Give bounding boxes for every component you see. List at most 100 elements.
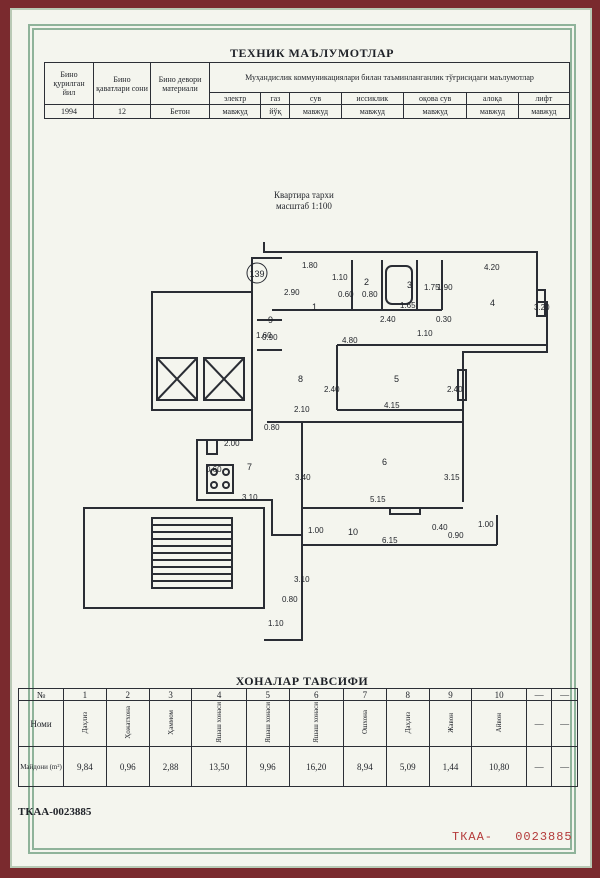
dimension-label: 3.20 (534, 303, 550, 312)
certificate-sheet: ТЕХНИК МАЪЛУМОТЛАР Бино қурилган йил Бин… (10, 8, 592, 868)
rooms-area-label: Майдони (m²) (18, 746, 64, 787)
room-number: 7 (342, 688, 387, 701)
room-area: — (551, 746, 578, 787)
room-area: 13,50 (191, 746, 247, 787)
room-number: — (551, 688, 578, 701)
dimension-label: 0.90 (448, 531, 464, 540)
tech-title: ТЕХНИК МАЪЛУМОТЛАР (230, 46, 394, 60)
dimension-label: 3.10 (242, 493, 258, 502)
dimension-label: 3.15 (444, 473, 460, 482)
room-area: 2,88 (148, 746, 193, 787)
dimension-label: 1.80 (302, 261, 318, 270)
plan-caption-title: Квартира тархи (274, 190, 334, 200)
serial-stamp-prefix: ТКАА- (452, 830, 494, 844)
dimension-label: 0.30 (436, 315, 452, 324)
rooms-table: № 1 2 3 4 5 6 7 8 9 10 — — Номи Даҳлиз Ҳ… (18, 688, 578, 787)
room-number: 2 (105, 688, 150, 701)
col-floors-header: Бино қаватлари сони (93, 62, 151, 105)
room-area: 8,94 (342, 746, 387, 787)
dimension-label: 1.10 (332, 273, 348, 282)
dimension-label: 1.65 (400, 301, 416, 310)
room-name: Ошхона (360, 710, 369, 735)
dimension-label: 2.00 (224, 439, 240, 448)
building-number: 139 (249, 269, 264, 279)
dimension-label: 1.10 (417, 329, 433, 338)
dimension-label: 2.10 (294, 405, 310, 414)
floor-plan: 139 1 2 3 4 5 6 7 8 9 10 1.80 1.10 2.90 … (83, 242, 550, 641)
room-name: — (551, 700, 578, 747)
dimension-label: 2.40 (380, 315, 396, 324)
room-label: 7 (247, 462, 252, 472)
eng-value: мавжуд (402, 104, 468, 119)
building-badge-circle (246, 262, 268, 284)
room-number: — (525, 688, 553, 701)
room-label: 9 (268, 315, 273, 325)
rooms-title: ХОНАЛАР ТАВСИФИ (235, 674, 369, 688)
col-year-header: Бино қурилган йил (44, 62, 94, 105)
dimension-label: 1.00 (308, 526, 324, 535)
dimension-label: 2.40 (447, 385, 463, 394)
room-name: Ҳаммом (166, 710, 175, 735)
dimension-label: 0.80 (264, 423, 280, 432)
room-number: 9 (428, 688, 473, 701)
room-name: Жавон (446, 712, 455, 733)
room-name: Даҳлиз (403, 711, 412, 734)
room-label: 1 (312, 302, 317, 312)
floors-value: 12 (93, 104, 151, 119)
rooms-name-label: Номи (18, 700, 64, 747)
dimension-label: 0.60 (338, 290, 354, 299)
room-number: 10 (471, 688, 527, 701)
room-area: 10,80 (471, 746, 527, 787)
col-engineering-header: Муҳандислик коммуникациялари билан таъми… (209, 62, 570, 93)
tech-table: Бино қурилган йил Бино қаватлари сони Би… (44, 62, 571, 119)
dimension-label: 4.15 (384, 401, 400, 410)
dimension-label: 2.40 (324, 385, 340, 394)
serial-number-left: ТКАА-0023885 (18, 806, 92, 818)
plan-caption: Квартира тархи масштаб 1:100 (274, 190, 334, 212)
dimension-label: 1.00 (478, 520, 494, 529)
room-name: Яшаш хонаси (215, 702, 224, 743)
room-label: 10 (348, 527, 358, 537)
dimension-label: 6.15 (382, 536, 398, 545)
rooms-num-label: № (18, 688, 64, 701)
room-label: 2 (364, 277, 369, 287)
room-label: 4 (490, 298, 495, 308)
room-number: 8 (385, 688, 430, 701)
dimension-label: 0.40 (432, 523, 448, 532)
room-name: — (525, 700, 553, 747)
room-area: 0,96 (105, 746, 150, 787)
eng-value: мавжуд (517, 104, 571, 119)
dimension-label: 5.15 (370, 495, 386, 504)
plan-caption-scale: масштаб 1:100 (275, 201, 332, 211)
dimension-label: 1.60 (256, 331, 272, 340)
room-number: 4 (191, 688, 247, 701)
eng-value: мавжуд (208, 104, 262, 119)
dimension-label: 1.90 (437, 283, 453, 292)
room-name: Айвон (495, 712, 504, 733)
serial-stamp-number: 0023885 (515, 830, 573, 844)
serial-number-stamp: ТКАА- 0023885 (452, 830, 573, 844)
dimension-label: 0.60 (206, 465, 222, 474)
dimension-label: 0.80 (282, 595, 298, 604)
dimension-label: 3.10 (294, 575, 310, 584)
room-area: 1,44 (428, 746, 473, 787)
dimension-label: 0.90 (262, 333, 278, 342)
room-label: 5 (394, 374, 399, 384)
dimension-label: 3.40 (295, 473, 311, 482)
room-area: 5,09 (385, 746, 430, 787)
room-area: 9,96 (245, 746, 290, 787)
room-name: Яшаш хонаси (263, 702, 272, 743)
room-number: 3 (148, 688, 193, 701)
room-area: — (525, 746, 553, 787)
dimension-label: 4.80 (342, 336, 358, 345)
room-name: Даҳлиз (80, 711, 89, 734)
dimension-label: 0.80 (362, 290, 378, 299)
room-number: 6 (288, 688, 344, 701)
room-name: Ҳожатхона (123, 706, 132, 739)
room-area: 16,20 (288, 746, 344, 787)
dimension-label: 2.90 (284, 288, 300, 297)
room-number: 5 (245, 688, 290, 701)
room-name: Яшаш хонаси (312, 702, 321, 743)
dimension-label: 1.10 (268, 619, 284, 628)
room-label: 8 (298, 374, 303, 384)
